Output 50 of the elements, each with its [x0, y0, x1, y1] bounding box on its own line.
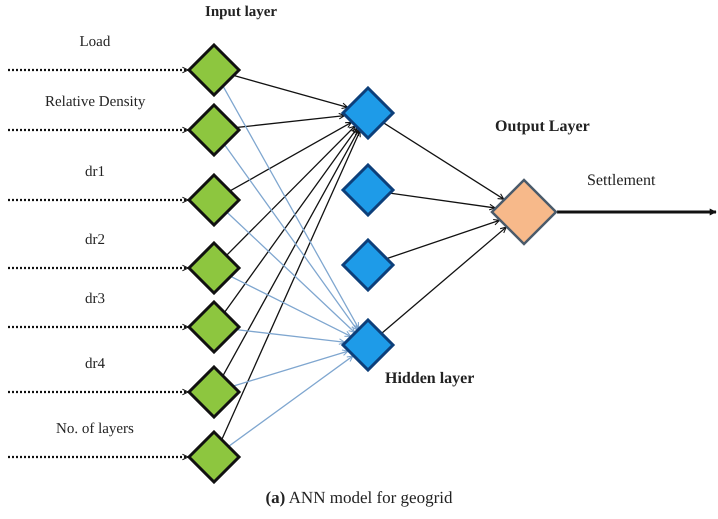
arrow: [8, 324, 189, 330]
layer-title: Output Layer: [495, 118, 590, 136]
input-neuron: [189, 175, 239, 225]
arrow: [8, 264, 189, 272]
arrow: [226, 126, 356, 256]
hidden-neuron: [343, 165, 393, 215]
arrow: [237, 329, 346, 345]
arrow: [8, 454, 189, 460]
arrow: [230, 122, 352, 192]
edge-label: dr1: [85, 164, 105, 181]
arrow: [237, 112, 346, 128]
arrow: [222, 86, 360, 329]
hidden-neuron: [343, 240, 393, 290]
edge-label: dr2: [85, 232, 105, 249]
arrow: [234, 350, 349, 387]
output-neuron: [492, 180, 556, 244]
arrow: [384, 122, 504, 200]
edge-label: dr3: [85, 291, 105, 308]
input-neuron: [189, 367, 239, 417]
arrow: [390, 192, 496, 210]
edge-label: No. of layers: [56, 421, 134, 438]
arrow: [382, 226, 507, 334]
hidden-neuron: [343, 320, 393, 370]
layer-title: Hidden layer: [385, 370, 474, 388]
edge-label: Load: [80, 34, 110, 51]
caption: (a) ANN model for geogrid: [266, 488, 452, 508]
input-neuron: [189, 432, 239, 482]
arrow: [221, 130, 361, 440]
arrow: [228, 355, 354, 447]
layer-title: Input layer: [205, 4, 278, 21]
arrow: [557, 208, 717, 216]
arrow: [224, 144, 358, 330]
arrow: [226, 212, 356, 333]
edge-label: Relative Density: [45, 94, 146, 111]
edge-label: Settlement: [587, 172, 656, 190]
hidden-neuron: [343, 88, 393, 138]
input-neuron: [189, 302, 239, 352]
arrow: [8, 126, 189, 134]
edge-label: dr4: [85, 356, 105, 373]
arrow: [8, 388, 189, 396]
input-neuron: [189, 243, 239, 293]
arrow: [8, 196, 189, 204]
arrow: [387, 219, 500, 260]
arrow: [234, 75, 348, 110]
arrow: [224, 128, 358, 312]
input-neuron: [189, 45, 239, 95]
arrow: [222, 129, 360, 376]
arrow: [231, 276, 352, 337]
input-neuron: [189, 105, 239, 155]
arrow: [8, 66, 189, 74]
